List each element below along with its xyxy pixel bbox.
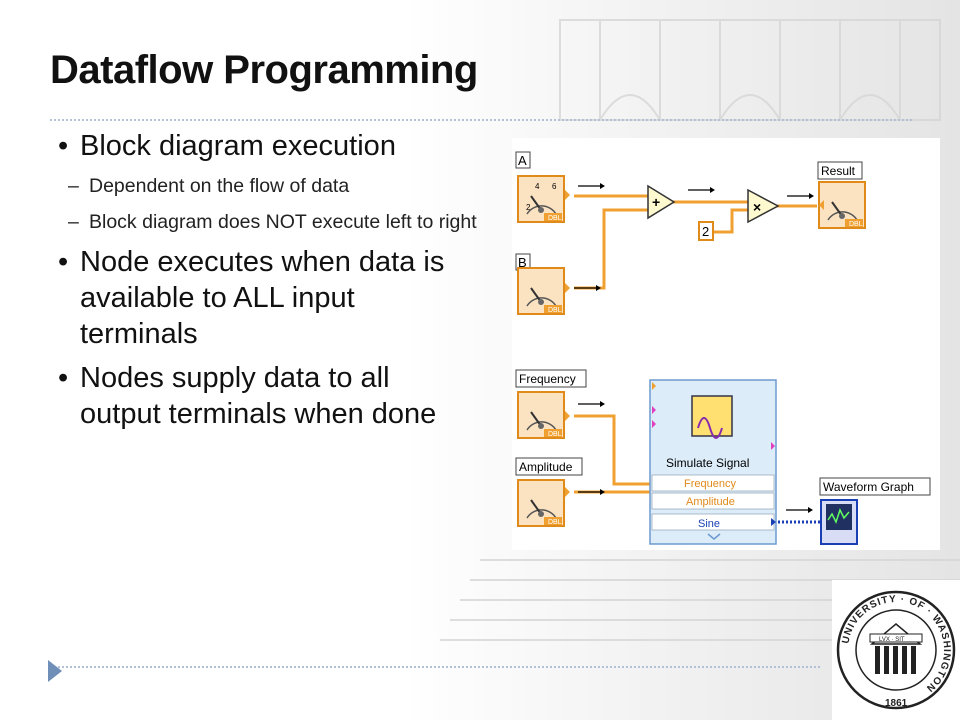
graph-label: Waveform Graph [823, 480, 914, 494]
flow-arrow-icon [785, 506, 814, 514]
express-vi-row-sine: Sine [698, 518, 720, 530]
constant-box [698, 221, 714, 241]
seal-year: 1861 [885, 698, 908, 709]
bullet-text: Nodes supply data to all output terminal… [80, 362, 437, 430]
type-tag: DBL [548, 519, 562, 526]
frequency-label: Frequency [519, 372, 576, 386]
add-node [647, 184, 676, 220]
express-vi-title: Simulate Signal [666, 456, 749, 470]
block-diagram-image: A 4 6 2 DBL B DBL + 2 × Result DBL [512, 138, 940, 550]
flow-arrow-icon [687, 186, 716, 194]
multiply-symbol: × [753, 199, 761, 215]
input-terminal-icon [819, 200, 824, 210]
flow-arrow-icon [577, 488, 606, 496]
bullet-item: • Node executes when data is available t… [58, 244, 478, 352]
type-tag: DBL [548, 215, 562, 222]
footer-divider [50, 666, 820, 668]
amplitude-label-box [515, 457, 583, 476]
wire [574, 194, 817, 290]
bullet-dot: • [58, 362, 69, 394]
bullet-text: Node executes when data is available to … [80, 246, 445, 350]
waveform-icon [827, 508, 850, 524]
sub-bullet-item: – Block diagram does NOT execute left to… [58, 208, 478, 236]
input-b-label: B [518, 255, 527, 270]
university-seal: UNIVERSITY · OF · WASHINGTON LVX · SIT 1… [832, 580, 960, 720]
type-tag: DBL [849, 221, 863, 228]
multiply-node [747, 188, 780, 224]
sub-bullet-text: Dependent on the flow of data [89, 175, 350, 197]
output-terminal-icon [565, 487, 570, 497]
bullet-dot: • [58, 246, 69, 278]
sub-bullet-dash: – [68, 175, 79, 197]
constant-value: 2 [702, 224, 709, 239]
sub-bullet-text: Block diagram does NOT execute left to r… [89, 211, 477, 233]
bullet-item: • Nodes supply data to all output termin… [58, 360, 478, 432]
input-a-label: A [518, 153, 527, 168]
title-divider [50, 119, 912, 121]
output-terminal-icon [565, 283, 570, 293]
simulate-signal-icon [691, 395, 733, 437]
bullet-item: • Block diagram execution [58, 128, 478, 164]
dial-tick: 6 [552, 182, 557, 191]
slide-title: Dataflow Programming [50, 48, 478, 92]
dial-tick: 2 [526, 203, 531, 212]
chevron-down-icon [707, 533, 721, 540]
bullet-dot: • [58, 130, 69, 162]
flow-arrow-icon [786, 192, 815, 200]
input-a-label-box [515, 151, 531, 169]
sub-bullet-item: – Dependent on the flow of data [58, 172, 478, 200]
sub-bullet-dash: – [68, 211, 79, 233]
graph-label-box [819, 477, 931, 496]
express-vi-row-frequency: Frequency [684, 478, 736, 490]
navigation-arrow-icon [48, 660, 62, 682]
result-label-box [817, 161, 863, 180]
type-tag: DBL [548, 431, 562, 438]
dial-tick: 4 [535, 182, 540, 191]
type-tag: DBL [548, 307, 562, 314]
add-symbol: + [652, 194, 660, 210]
seal-motto: LVX · SIT [879, 637, 905, 643]
amplitude-label: Amplitude [519, 460, 573, 474]
bullet-list: • Block diagram execution – Dependent on… [58, 128, 478, 440]
express-vi-row-amplitude: Amplitude [686, 496, 735, 508]
bullet-text: Block diagram execution [80, 130, 396, 162]
output-terminal-icon [565, 190, 570, 200]
flow-arrow-icon [577, 182, 606, 190]
flow-arrow-icon [573, 284, 602, 292]
wire [574, 414, 652, 494]
output-terminal-icon [565, 411, 570, 421]
frequency-label-box [515, 369, 587, 388]
flow-arrow-icon [577, 400, 606, 408]
result-label: Result [821, 164, 856, 178]
